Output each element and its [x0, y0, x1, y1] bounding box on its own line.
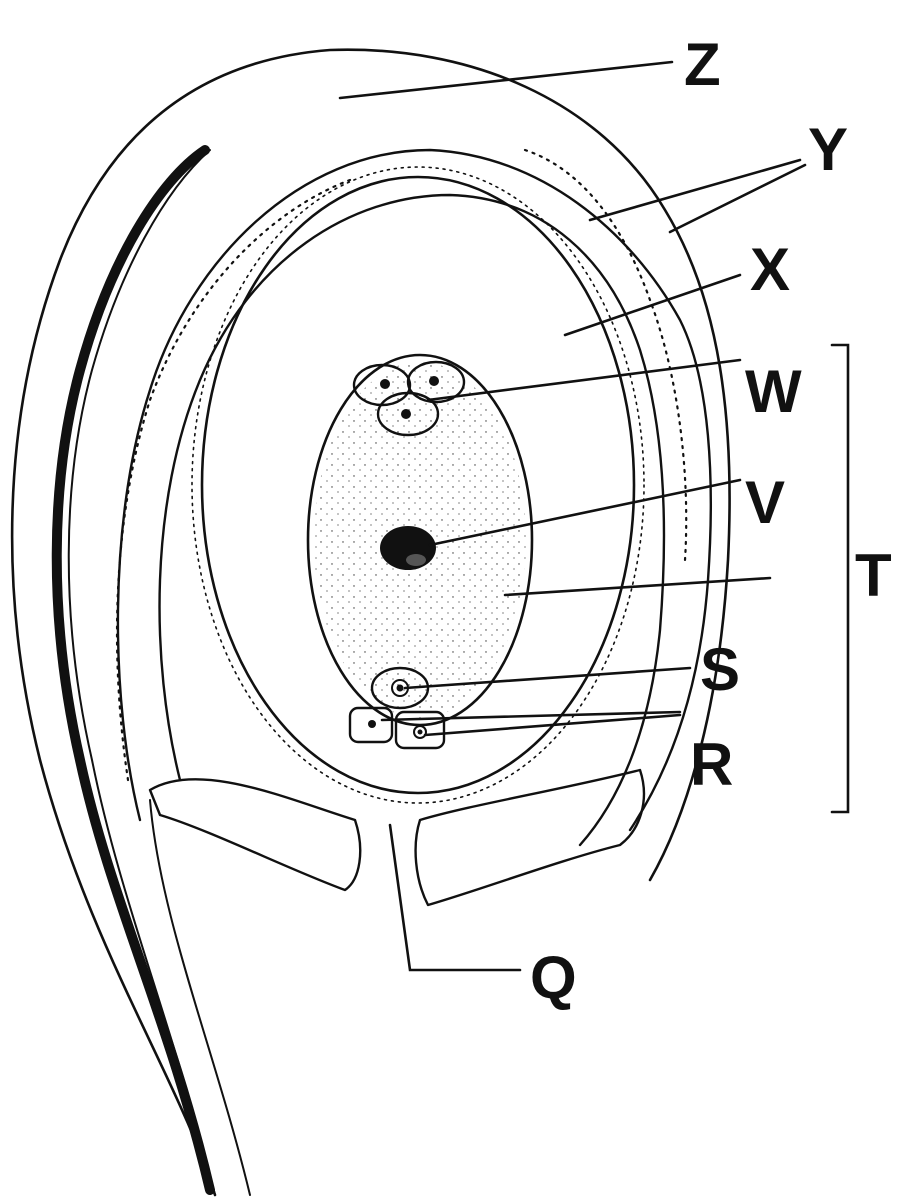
leader-y-2 — [670, 165, 805, 232]
micropyle-lip-left — [150, 779, 360, 890]
label-v: V — [745, 473, 785, 533]
secondary-nucleus — [380, 526, 436, 570]
label-q: Q — [530, 948, 577, 1008]
leader-t — [505, 578, 770, 595]
label-t: T — [855, 546, 892, 606]
label-s: S — [700, 640, 740, 700]
vascular-strand-edge — [69, 150, 215, 1195]
label-y: Y — [808, 120, 848, 180]
bracket-t — [832, 345, 848, 812]
label-r: R — [690, 735, 733, 795]
leader-x — [565, 275, 740, 335]
label-x: X — [750, 240, 790, 300]
leader-y-1 — [590, 160, 800, 220]
label-w: W — [745, 362, 802, 422]
label-z: Z — [684, 35, 721, 95]
leader-z — [340, 62, 672, 98]
integument-dots-right — [525, 150, 686, 560]
